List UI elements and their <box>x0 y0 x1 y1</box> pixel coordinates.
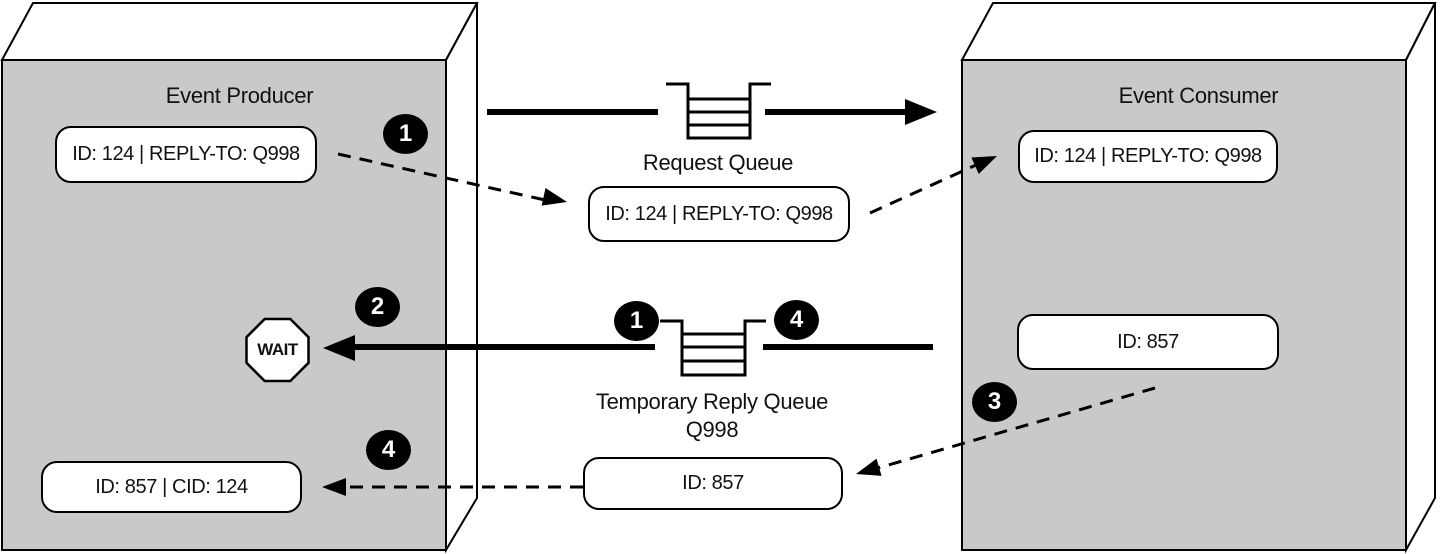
step-badge-1-reply-queue: 1 <box>614 301 659 341</box>
wait-label: WAIT <box>257 340 298 359</box>
consumer-reply-message: ID: 857 <box>1017 314 1279 370</box>
step3-arrowhead-icon <box>856 458 882 476</box>
step1b-dashed-line <box>869 163 977 215</box>
step-badge-4-reply-queue: 4 <box>774 300 819 340</box>
step-badge-3-send-reply: 3 <box>972 382 1017 422</box>
step-badge-1-send-request: 1 <box>383 114 428 154</box>
consumer-box-top-face <box>960 1 1437 61</box>
producer-request-message: ID: 124 | REPLY-TO: Q998 <box>55 126 317 183</box>
request-queue-message: ID: 124 | REPLY-TO: Q998 <box>588 186 850 242</box>
producer-title: Event Producer <box>165 83 314 108</box>
producer-box-top-face <box>0 1 479 61</box>
reply-queue-outline <box>660 319 766 377</box>
reply-queue-icon <box>660 319 766 377</box>
reply-arrowhead-icon <box>323 335 355 361</box>
step4-arrowhead-icon <box>322 478 346 496</box>
request-arrowhead-icon <box>905 99 937 125</box>
reply-queue-id-label: Q998 <box>685 416 739 442</box>
request-queue-label: Request Queue <box>642 149 794 175</box>
reply-queue-message: ID: 857 <box>583 457 843 510</box>
reply-queue-label: Temporary Reply Queue <box>595 388 829 414</box>
step-badge-2-wait: 2 <box>355 287 400 327</box>
step1-arrowhead-icon <box>541 188 567 206</box>
wait-octagon-icon <box>245 317 310 383</box>
step-badge-4-receive-reply: 4 <box>366 430 411 470</box>
step1-dashed-line <box>337 152 546 202</box>
step3-dashed-line <box>877 386 1156 470</box>
step1b-arrowhead-icon <box>971 156 997 174</box>
consumer-request-message: ID: 124 | REPLY-TO: Q998 <box>1018 130 1278 183</box>
request-queue-outline <box>666 82 771 140</box>
consumer-title: Event Consumer <box>1118 83 1279 108</box>
request-queue-icon <box>666 82 771 140</box>
producer-reply-message: ID: 857 | CID: 124 <box>41 461 302 513</box>
